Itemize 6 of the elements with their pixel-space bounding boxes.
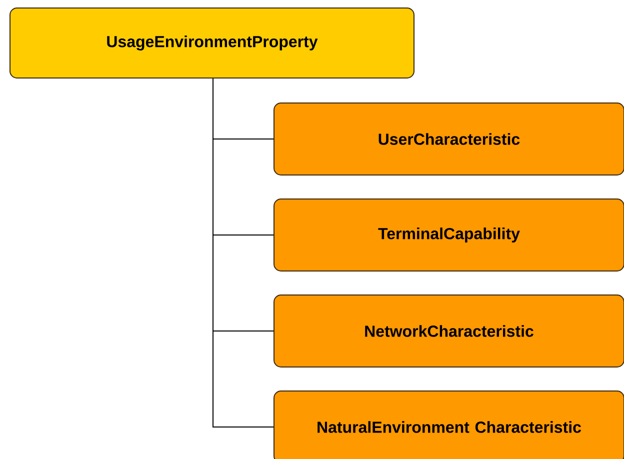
connector-line (212, 78, 274, 428)
root-box: UsageEnvironmentProperty (10, 8, 414, 78)
child-box: NaturalEnvironment Characteristic (274, 390, 624, 459)
child-box: NetworkCharacteristic (274, 294, 624, 368)
child-box: TerminalCapability (274, 198, 624, 272)
child-box: UserCharacteristic (274, 102, 624, 176)
